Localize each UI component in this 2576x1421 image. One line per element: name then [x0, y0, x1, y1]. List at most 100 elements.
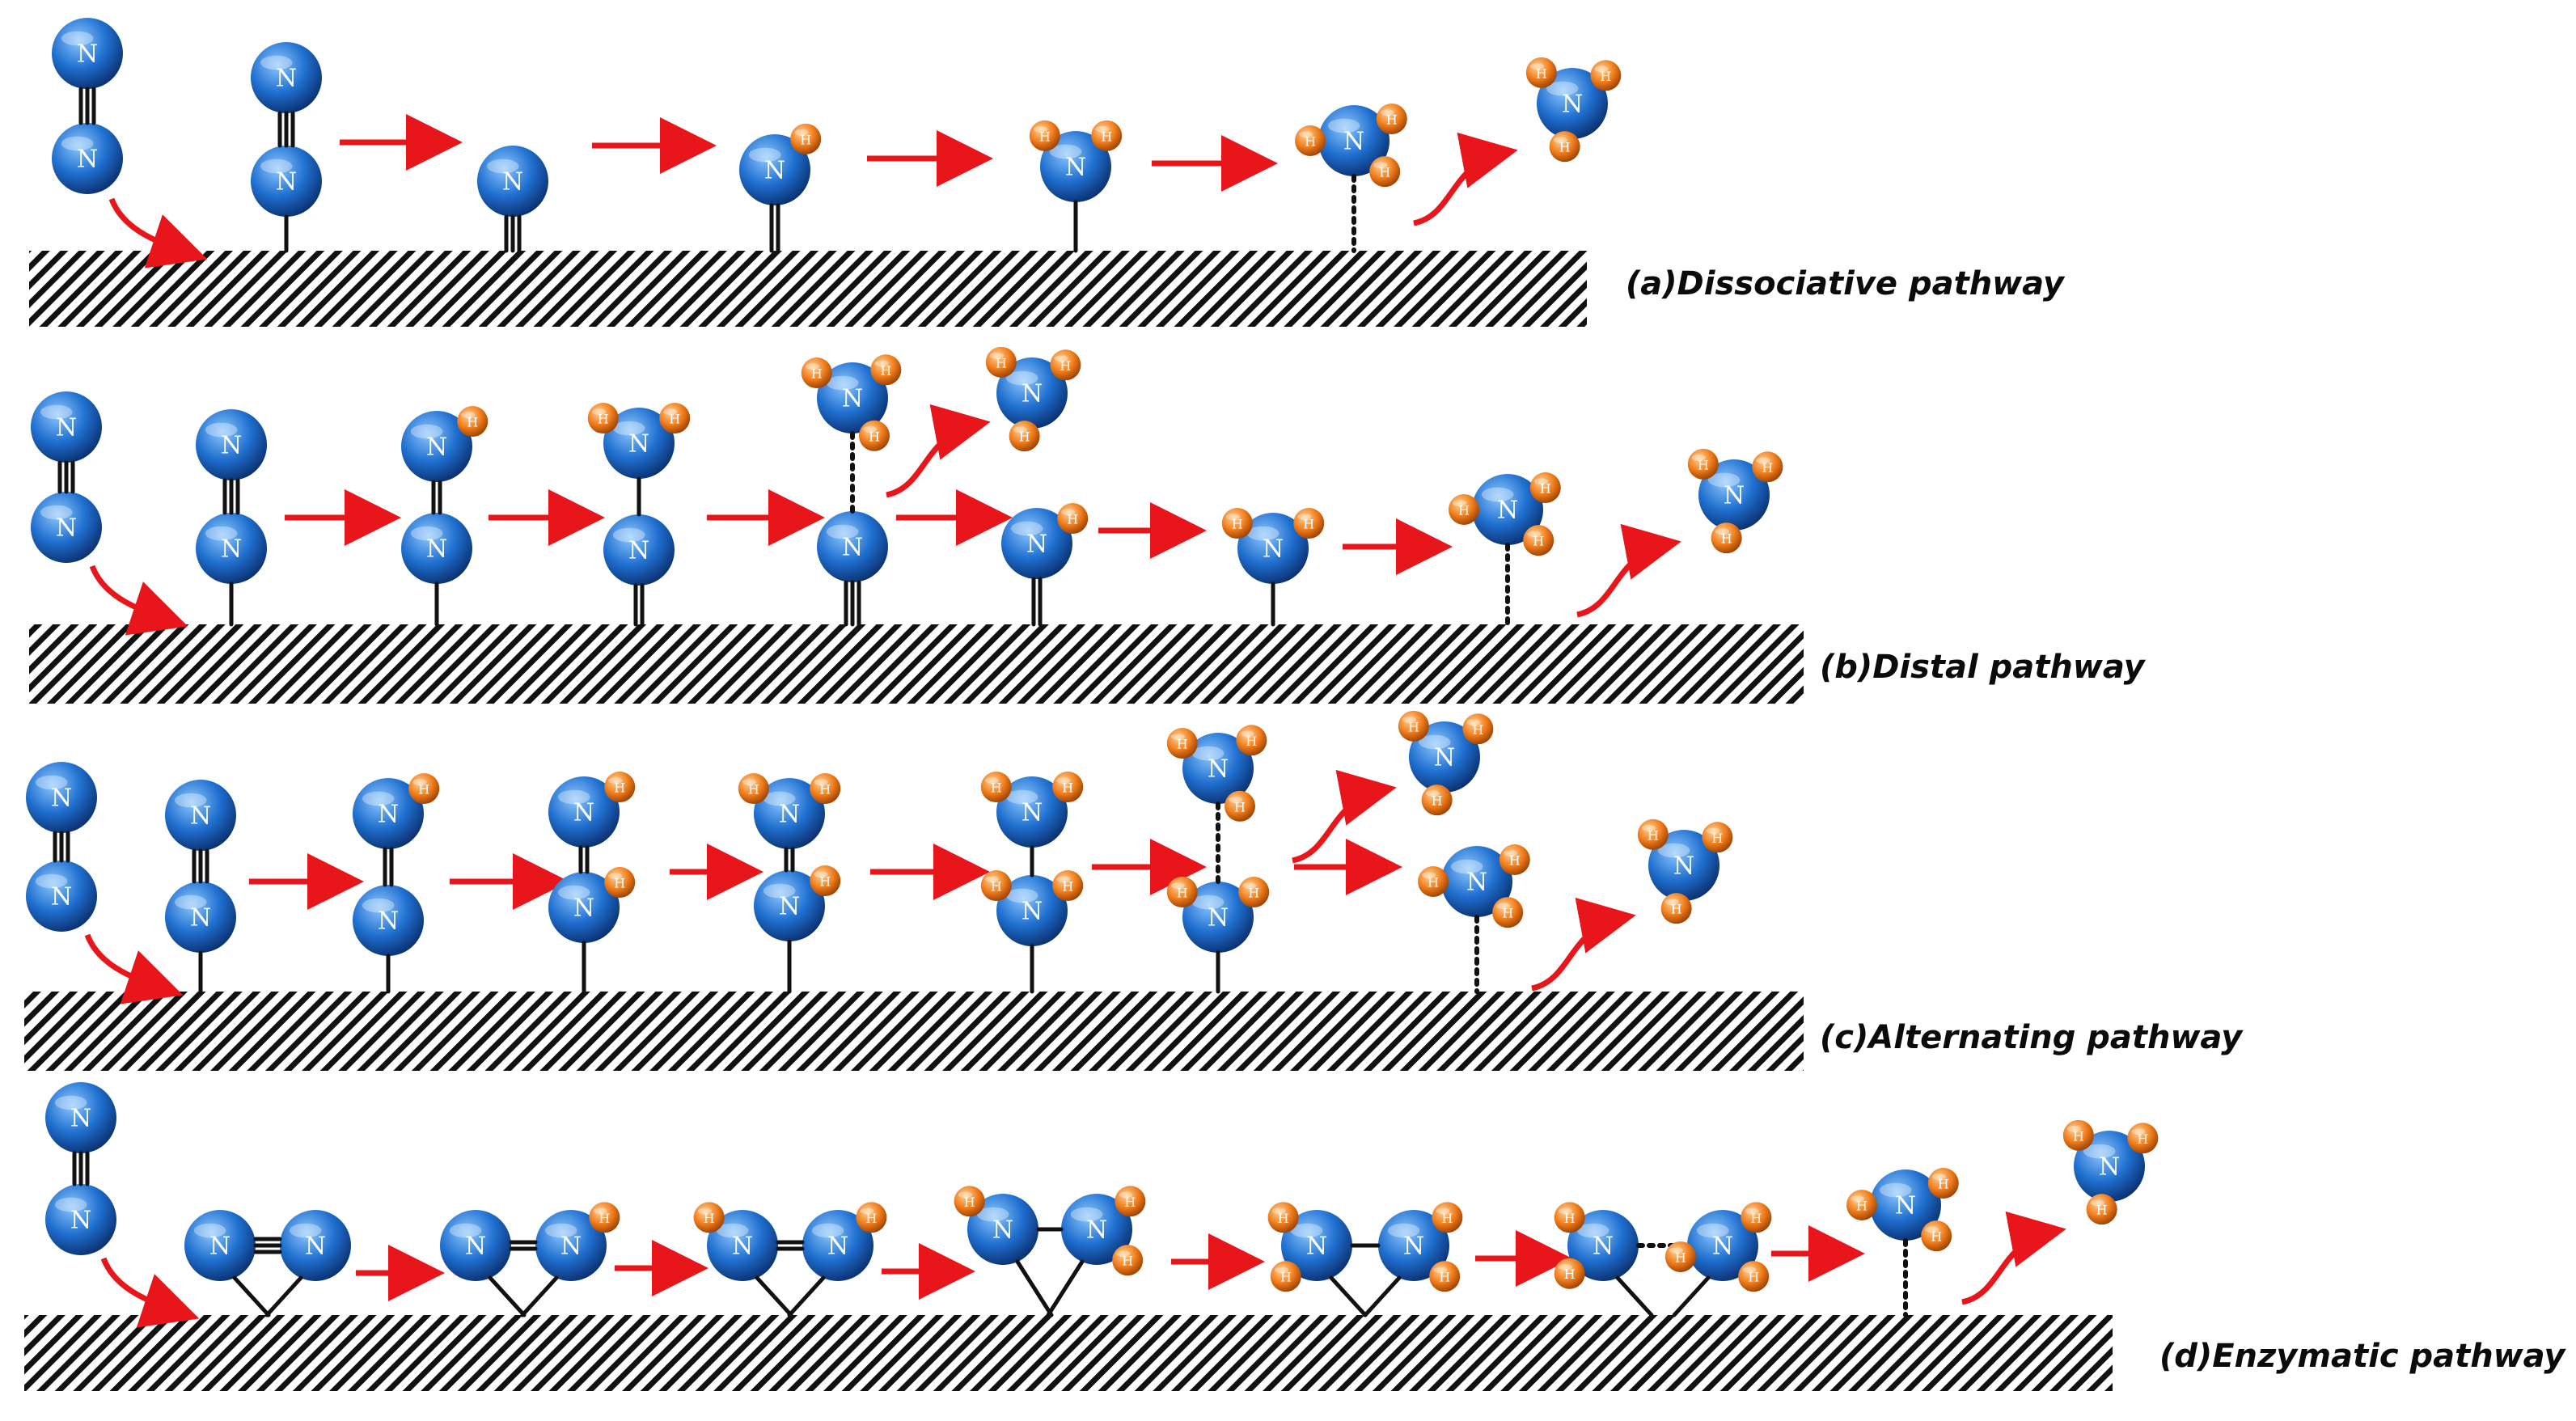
- hydrogen-atom: H: [801, 357, 832, 389]
- catalyst-surface: [29, 624, 1804, 704]
- nitrogen-symbol: N: [465, 1233, 486, 1261]
- nitrogen-symbol: N: [77, 40, 98, 69]
- hydrogen-symbol: H: [1721, 531, 1732, 547]
- nitrogen-atom: N: [603, 408, 675, 479]
- nitrogen-symbol: N: [573, 799, 594, 827]
- nitrogen-atom: N: [996, 875, 1068, 946]
- hydrogen-symbol: H: [800, 132, 811, 147]
- hydrogen-symbol: H: [1280, 1270, 1292, 1285]
- nitrogen-atom: N: [440, 1210, 511, 1281]
- hydrogen-symbol: H: [1062, 879, 1073, 894]
- hydrogen-atom: H: [1664, 1241, 1696, 1272]
- nitrogen-symbol: N: [764, 157, 785, 185]
- nitrogen-symbol: N: [221, 535, 242, 564]
- nitrogen-symbol: N: [426, 433, 447, 462]
- hydrogen-atom: H: [604, 772, 636, 803]
- hydrogen-symbol: H: [1856, 1199, 1867, 1214]
- nitrogen-atom: N: [707, 1210, 778, 1281]
- hydrogen-symbol: H: [869, 429, 880, 444]
- nitrogen-symbol: N: [1434, 744, 1455, 772]
- hydrogen-symbol: H: [1564, 1267, 1576, 1282]
- surface-bond: [264, 1275, 303, 1317]
- nitrogen-symbol: N: [70, 1105, 91, 1133]
- nitrogen-atom: N: [754, 870, 825, 941]
- hydrogen-symbol: H: [1458, 503, 1470, 518]
- hydrogen-symbol: H: [991, 780, 1002, 796]
- hydrogen-symbol: H: [1536, 66, 1547, 81]
- hydrogen-symbol: H: [1062, 780, 1073, 796]
- hydrogen-atom: H: [810, 773, 841, 805]
- hydrogen-atom: H: [1492, 897, 1524, 928]
- nitrogen-atom: N: [1237, 513, 1309, 584]
- nitrogen-symbol: N: [1263, 535, 1284, 564]
- hydrogen-symbol: H: [1428, 875, 1439, 890]
- hydrogen-symbol: H: [964, 1195, 975, 1210]
- hydrogen-atom: H: [1238, 877, 1270, 908]
- hydrogen-atom: H: [589, 1202, 620, 1233]
- nitrogen-atom: N: [165, 780, 236, 851]
- hydrogen-symbol: H: [811, 366, 823, 382]
- hydrogen-symbol: H: [1698, 457, 1709, 472]
- nitrogen-symbol: N: [1343, 128, 1364, 156]
- nitrogen-atom: N: [1567, 1210, 1639, 1281]
- nitrogen-atom: N: [1318, 105, 1390, 176]
- nitrogen-symbol: N: [209, 1233, 231, 1261]
- hydrogen-atom: H: [980, 772, 1012, 803]
- nitrogen-symbol: N: [1895, 1192, 1916, 1220]
- hydrogen-atom: H: [856, 1202, 887, 1233]
- hydrogen-atom: H: [1554, 1258, 1585, 1289]
- hydrogen-symbol: H: [1122, 1254, 1133, 1269]
- hydrogen-symbol: H: [865, 1211, 877, 1226]
- surface-bond: [1363, 1275, 1402, 1317]
- nitrogen-atom: N: [353, 885, 424, 956]
- hydrogen-symbol: H: [1177, 737, 1188, 752]
- nitrogen-atom: N: [1409, 721, 1480, 793]
- hydrogen-atom: H: [693, 1202, 725, 1233]
- desorption-arrow: [1413, 132, 1518, 226]
- nitrogen-symbol: N: [628, 537, 649, 565]
- hydrogen-symbol: H: [598, 412, 609, 427]
- nitrogen-atom: N: [353, 778, 424, 849]
- nitrogen-symbol: N: [190, 802, 211, 831]
- hydrogen-atom: H: [1270, 1261, 1301, 1292]
- hydrogen-atom: H: [1525, 57, 1557, 88]
- hydrogen-atom: H: [738, 773, 769, 805]
- hydrogen-symbol: H: [418, 782, 429, 797]
- hydrogen-symbol: H: [599, 1211, 610, 1226]
- hydrogen-symbol: H: [1502, 906, 1513, 921]
- hydrogen-atom: H: [1376, 104, 1407, 134]
- nitrogen-atom: N: [603, 514, 675, 586]
- nitrogen-atom: N: [1378, 1210, 1449, 1281]
- hydrogen-symbol: H: [1441, 1211, 1453, 1226]
- desorption-arrow: [1576, 523, 1681, 618]
- hydrogen-symbol: H: [614, 780, 625, 796]
- hydrogen-atom: H: [1711, 522, 1742, 554]
- hydrogen-atom: H: [604, 867, 636, 899]
- hydrogen-symbol: H: [880, 363, 891, 379]
- hydrogen-atom: H: [1741, 1202, 1772, 1233]
- hydrogen-atom: H: [985, 346, 1017, 378]
- hydrogen-symbol: H: [1711, 831, 1723, 846]
- nitrogen-atom: N: [401, 513, 472, 584]
- hydrogen-atom: H: [1590, 60, 1622, 91]
- hydrogen-symbol: H: [1234, 799, 1246, 814]
- hydrogen-symbol: H: [1246, 734, 1257, 749]
- hydrogen-symbol: H: [1379, 165, 1390, 180]
- nitrogen-atom: N: [2074, 1131, 2145, 1202]
- pathway-label-dissociative: (a)Dissociative pathway: [1626, 265, 2066, 302]
- hydrogen-atom: H: [1166, 728, 1198, 759]
- nitrogen-atom: N: [535, 1210, 607, 1281]
- hydrogen-symbol: H: [1432, 793, 1443, 809]
- hydrogen-atom: H: [1115, 1186, 1146, 1217]
- hydrogen-symbol: H: [1472, 722, 1483, 738]
- hydrogen-symbol: H: [1101, 129, 1112, 144]
- nitrogen-symbol: N: [1306, 1233, 1327, 1261]
- surface-bond: [232, 1275, 271, 1317]
- hydrogen-atom: H: [1091, 120, 1123, 151]
- nitrogen-symbol: N: [56, 514, 77, 543]
- nitrogen-symbol: N: [628, 430, 649, 459]
- surface-bond: [1615, 1275, 1654, 1317]
- hydrogen-atom: H: [587, 403, 619, 434]
- nitrogen-atom: N: [817, 511, 888, 582]
- nitrogen-atom: N: [196, 513, 267, 584]
